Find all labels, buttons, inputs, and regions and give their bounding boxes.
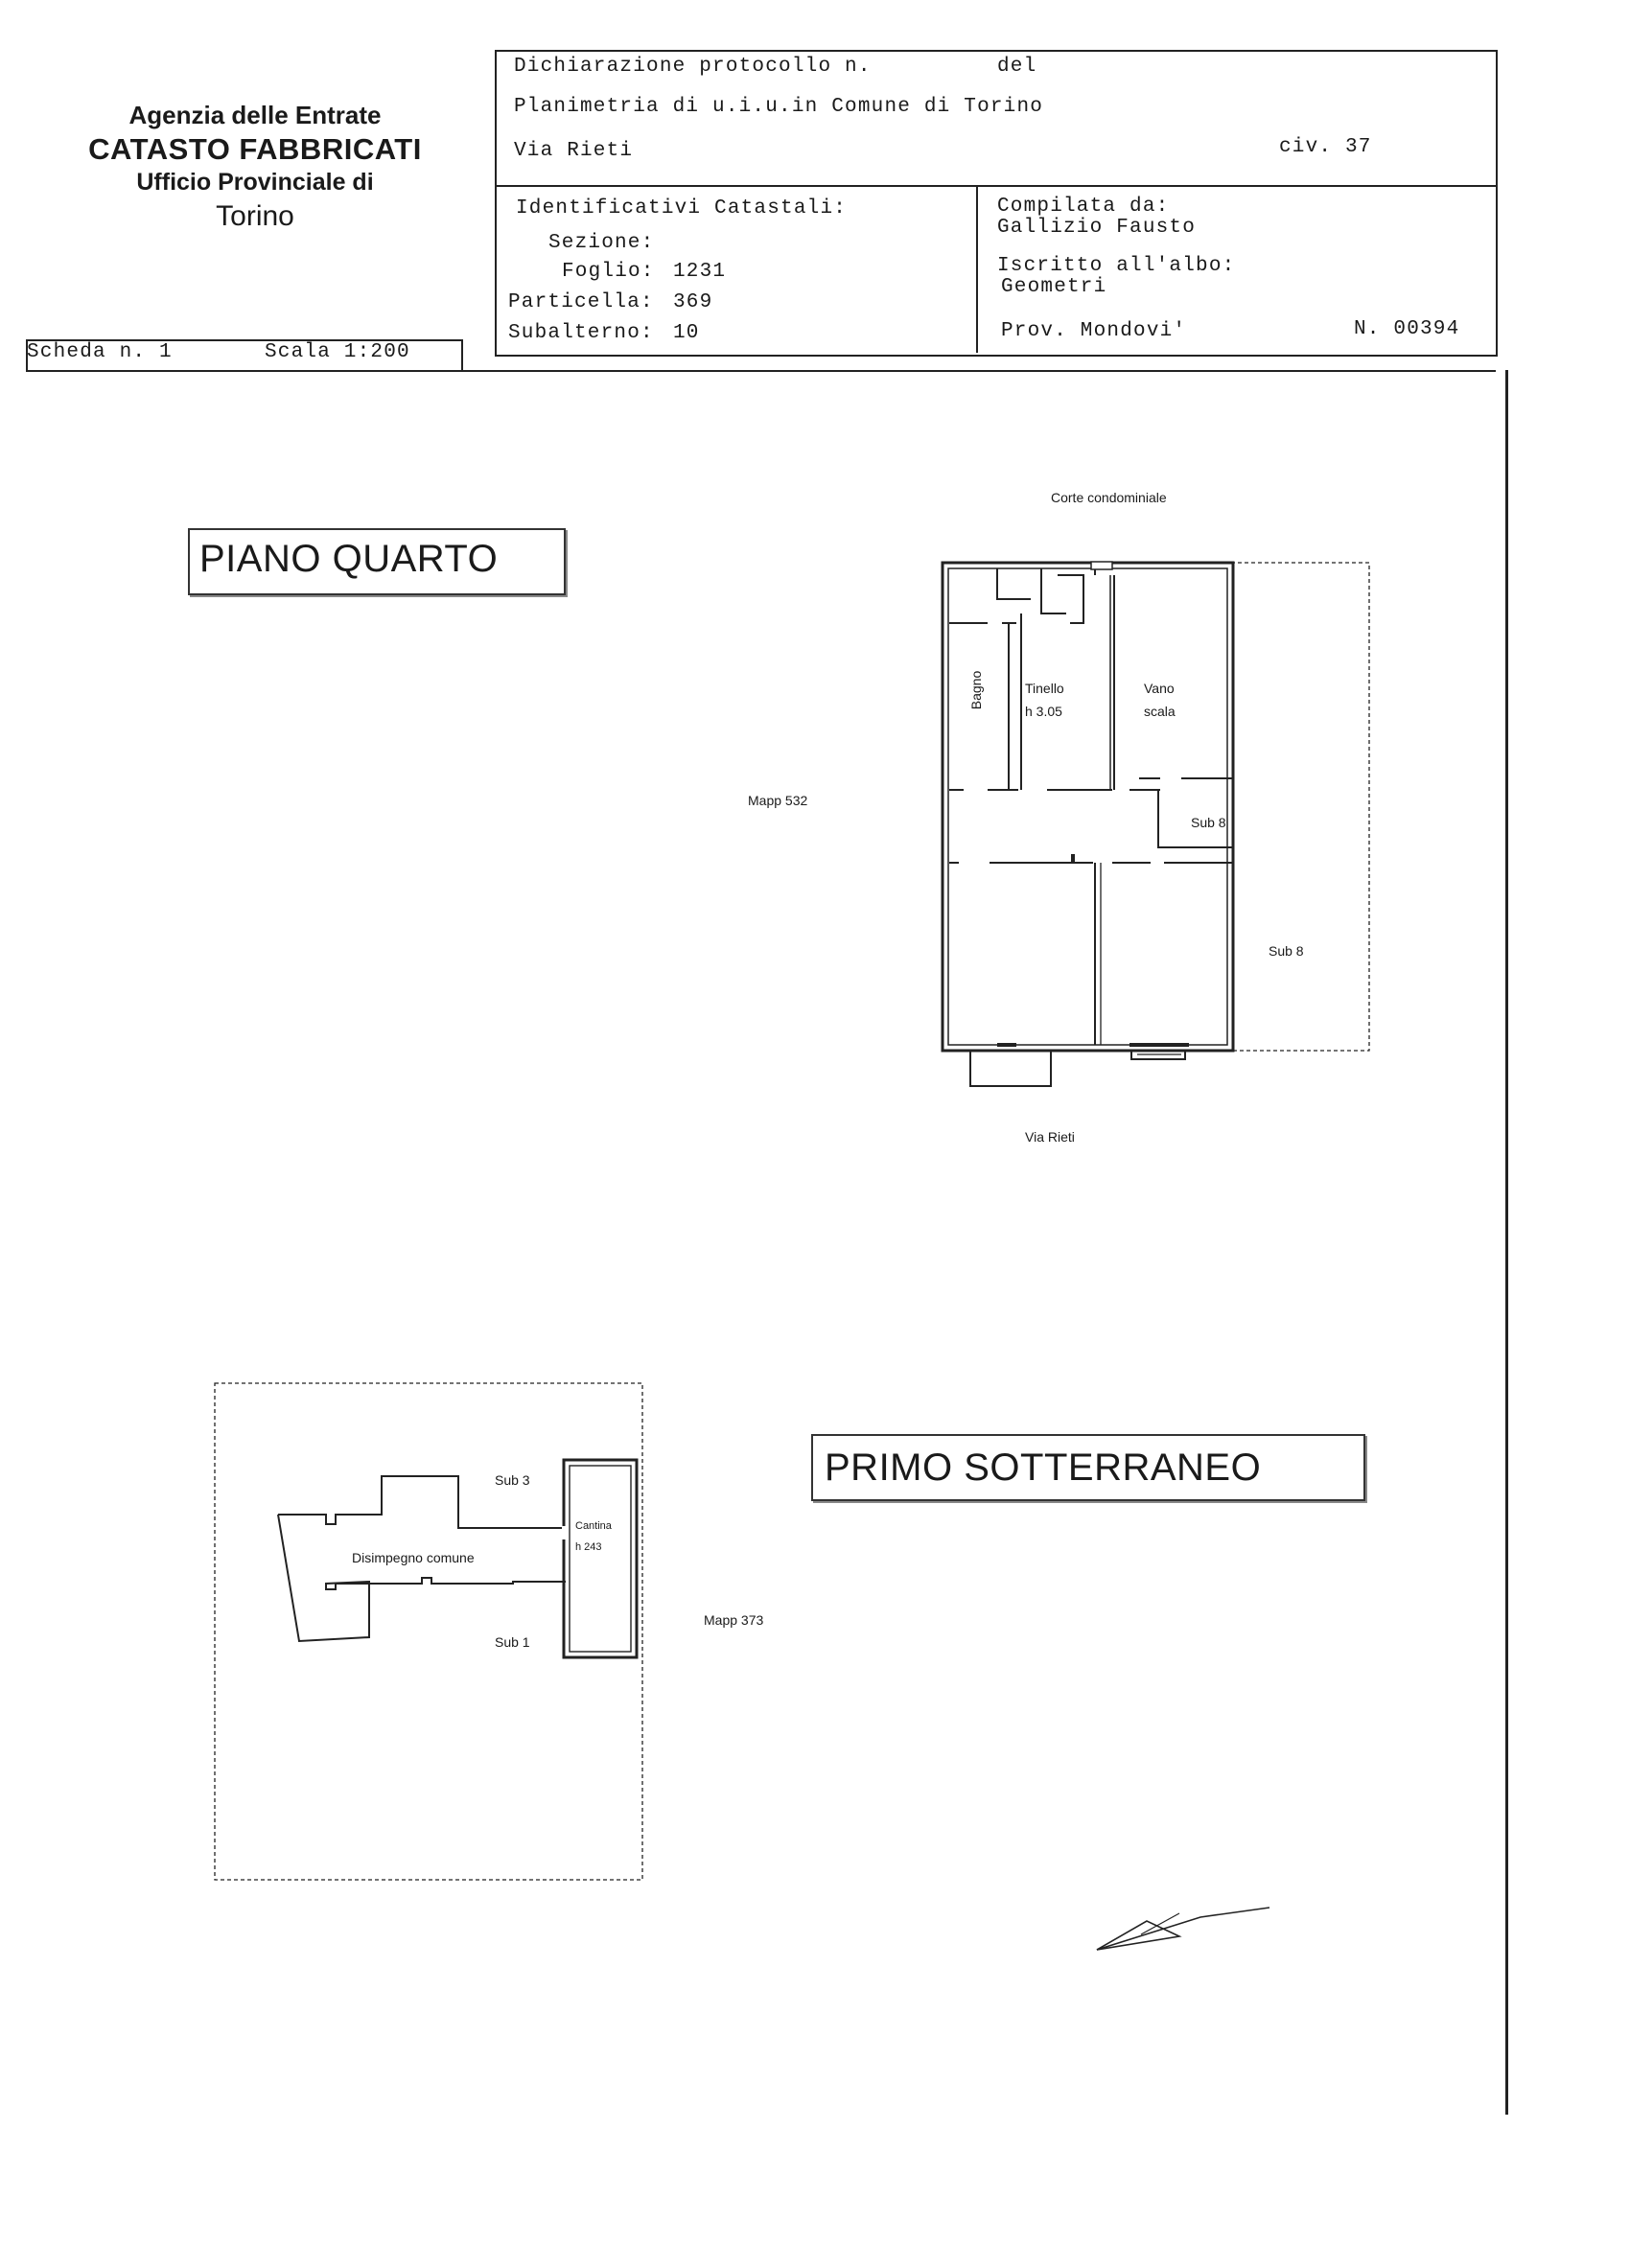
sub3-label: Sub 3	[495, 1472, 530, 1488]
iscritto-label: Iscritto all'albo:	[997, 255, 1236, 277]
mapp-532-label: Mapp 532	[748, 793, 808, 808]
subalterno-value: 10	[673, 322, 700, 344]
mapp-373-label: Mapp 373	[704, 1612, 764, 1628]
sezione-label: Sezione:	[548, 232, 655, 254]
agency-block: Agenzia delle Entrate CATASTO FABBRICATI…	[54, 100, 456, 234]
vano-label: Vano	[1144, 681, 1175, 696]
page-frame-right	[1505, 370, 1508, 2115]
particella-value: 369	[673, 291, 713, 313]
scala-label: scala	[1144, 704, 1176, 719]
agency-office: Ufficio Provinciale di	[136, 169, 374, 197]
civic-number: civ. 37	[1279, 136, 1372, 158]
header-form	[495, 50, 1498, 357]
via-rieti-label: Via Rieti	[1025, 1129, 1075, 1145]
compilata-name: Gallizio Fausto	[997, 217, 1197, 239]
albo-number: N. 00394	[1354, 318, 1460, 340]
foglio-label: Foglio:	[562, 261, 655, 283]
corte-label: Corte condominiale	[1051, 490, 1167, 505]
albo-name: Geometri	[1001, 276, 1107, 298]
agency-name: Agenzia delle Entrate	[128, 101, 382, 129]
street-line: Via Rieti	[514, 140, 634, 162]
identificativi-heading: Identificativi Catastali:	[516, 197, 848, 220]
cantina-label: Cantina	[575, 1520, 612, 1532]
disimpegno-label: Disimpegno comune	[352, 1550, 475, 1565]
tinello-label: Tinello	[1025, 681, 1064, 696]
bagno-label: Bagno	[968, 670, 985, 710]
foglio-value: 1231	[673, 261, 727, 283]
primo-sotterraneo-title: PRIMO SOTTERRANEO	[825, 1446, 1262, 1489]
header-column-divider	[976, 185, 978, 353]
sub1-label: Sub 1	[495, 1634, 530, 1650]
sub8-upper-label: Sub 8	[1191, 815, 1226, 830]
particella-label: Particella:	[508, 291, 654, 313]
scheda-scale: Scala 1:200	[265, 341, 410, 363]
subalterno-label: Subalterno:	[508, 322, 654, 344]
page-frame-top	[458, 370, 1496, 372]
tinello-height: h 3.05	[1025, 704, 1062, 719]
scheda-number: Scheda n. 1	[27, 341, 173, 363]
protocol-del-label: del	[997, 56, 1037, 78]
primo-sotterraneo-title-box: PRIMO SOTTERRANEO	[811, 1434, 1365, 1501]
province: Prov. Mondovi'	[1001, 320, 1187, 342]
cantina-height: h 243	[575, 1541, 602, 1553]
piano-quarto-title-box: PIANO QUARTO	[188, 528, 566, 595]
protocol-label: Dichiarazione protocollo n.	[514, 56, 872, 78]
sub8-lower-label: Sub 8	[1269, 943, 1304, 959]
scheda-box	[26, 339, 463, 372]
compass-arrow	[1096, 1907, 1270, 1951]
planimetria-line: Planimetria di u.i.u.in Comune di Torino	[514, 96, 1044, 118]
compilata-heading: Compilata da:	[997, 196, 1170, 218]
agency-city: Torino	[216, 199, 294, 232]
agency-department: CATASTO FABBRICATI	[88, 131, 422, 166]
piano-quarto-title: PIANO QUARTO	[199, 538, 499, 580]
header-divider	[495, 185, 1496, 187]
